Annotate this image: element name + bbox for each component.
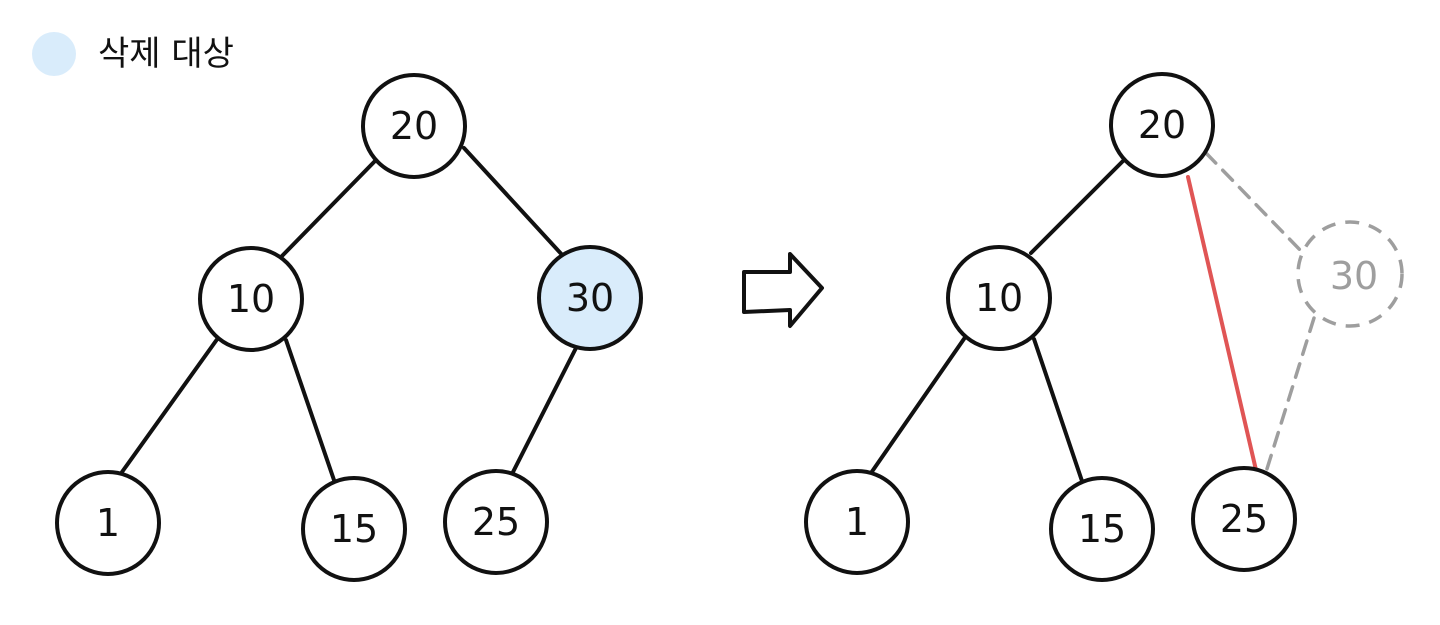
edge-10-15 <box>1032 337 1085 486</box>
node-label: 15 <box>1078 507 1126 551</box>
before-tree: 20 10 30 1 15 25 <box>55 73 643 582</box>
edge-10-1 <box>120 336 220 474</box>
right-arrow-icon <box>742 252 824 328</box>
after-node-left-right: 15 <box>1049 476 1155 582</box>
after-edges <box>869 158 1126 486</box>
edge-20-10 <box>1029 158 1126 255</box>
after-node-right: 25 <box>1191 466 1297 572</box>
node-label: 20 <box>1138 103 1186 147</box>
node-label: 25 <box>1220 497 1268 541</box>
legend: 삭제 대상 <box>32 32 234 76</box>
legend-label: 삭제 대상 <box>98 34 234 74</box>
ghost-node-label: 30 <box>1330 254 1378 298</box>
node-label: 15 <box>330 507 378 551</box>
legend-swatch <box>32 32 76 76</box>
ghost-edge-30-25 <box>1264 316 1316 474</box>
edge-20-10 <box>280 158 378 258</box>
before-node-right-deleted: 30 <box>537 245 643 351</box>
edge-20-30 <box>462 146 567 260</box>
before-edges <box>120 146 578 485</box>
edge-30-25 <box>510 346 578 476</box>
before-node-left: 10 <box>198 246 304 352</box>
ghost-node: 30 <box>1296 220 1404 328</box>
node-label: 1 <box>845 500 869 544</box>
before-node-right-left: 25 <box>443 469 549 575</box>
new-link-20-25 <box>1186 175 1258 472</box>
edge-10-15 <box>284 338 337 485</box>
node-label: 20 <box>390 104 438 148</box>
after-node-left-left: 1 <box>804 469 910 575</box>
before-node-root: 20 <box>361 73 467 179</box>
node-label: 30 <box>566 276 614 320</box>
node-label: 10 <box>227 277 275 321</box>
ghost-edges <box>1204 151 1316 474</box>
node-label: 25 <box>472 500 520 544</box>
edge-10-1 <box>869 334 968 475</box>
before-node-left-left: 1 <box>55 470 161 576</box>
ghost-edge-20-30 <box>1204 151 1304 254</box>
after-node-root: 20 <box>1109 72 1215 178</box>
before-node-left-right: 15 <box>301 476 407 582</box>
node-label: 1 <box>96 501 120 545</box>
after-tree: 30 20 10 1 15 25 <box>804 72 1404 582</box>
node-label: 10 <box>975 276 1023 320</box>
after-node-left: 10 <box>946 245 1052 351</box>
